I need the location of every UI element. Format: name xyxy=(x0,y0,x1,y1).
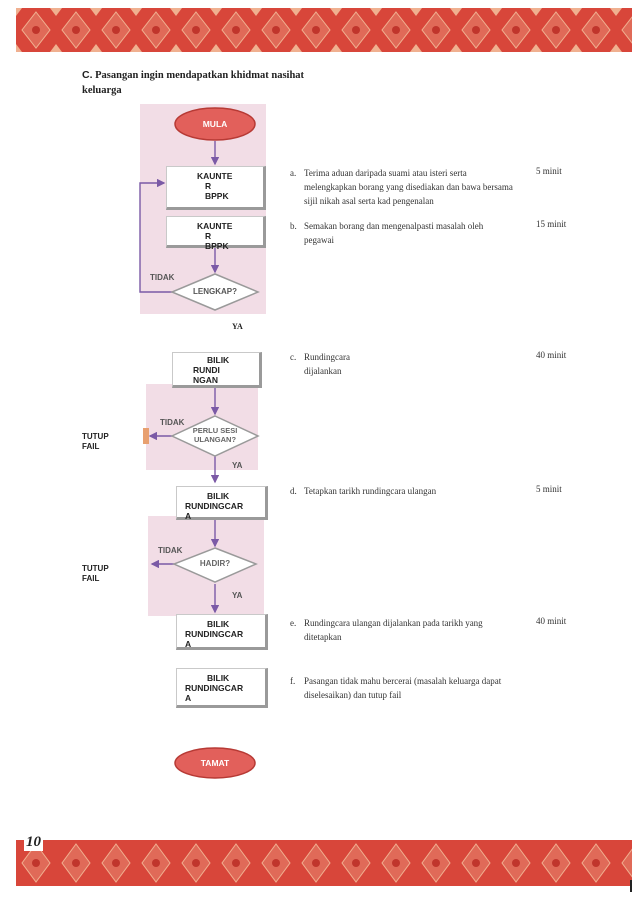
end-terminal xyxy=(174,747,256,779)
step-letter: c. xyxy=(290,352,297,362)
section-letter: C. xyxy=(82,69,93,81)
box-line: RUNDINGCAR xyxy=(185,683,244,693)
step-d-duration: 5 minit xyxy=(536,484,562,494)
decision-perlu-sesi-ulangan xyxy=(170,415,260,457)
step-letter: e. xyxy=(290,618,297,628)
process-box-bilik-rundingcara-2: BILIK RUNDINGCAR A xyxy=(176,614,268,650)
step-b: b. Semakan borang dan mengenalpasti masa… xyxy=(290,219,520,249)
decision-hadir xyxy=(172,547,258,583)
ya-label-2: YA xyxy=(232,461,243,470)
box-line: RUNDINGCAR xyxy=(185,501,244,511)
tutup-line: TUTUP xyxy=(82,432,109,441)
page-number: 10 xyxy=(24,834,43,851)
box-line: A xyxy=(185,639,192,649)
tutup-line: FAIL xyxy=(82,442,100,451)
step-a-duration: 5 minit xyxy=(536,166,562,176)
step-a: a. Terima aduan daripada suami atau iste… xyxy=(290,166,520,222)
process-box-kaunter-1: KAUNTE R BPPK xyxy=(166,166,266,210)
process-box-bilik-rundingcara-3: BILIK RUNDINGCAR A xyxy=(176,668,268,708)
step-letter: a. xyxy=(290,168,297,178)
tidak-label-2: TIDAK xyxy=(160,418,185,427)
box-line: RUNDINGCAR xyxy=(185,629,244,639)
box-line: RUNDI xyxy=(193,365,220,375)
step-text: Tetapkan tarikh rundingcara ulangan xyxy=(304,486,437,496)
box-line: BPPK xyxy=(205,191,229,201)
box-line: KAUNTE xyxy=(197,221,233,231)
process-box-kaunter-2: KAUNTE R BPPK xyxy=(166,216,266,251)
box-line: BILIK xyxy=(207,355,230,365)
tidak-label-3: TIDAK xyxy=(158,546,183,555)
connector-stub xyxy=(143,428,149,444)
box-line: BILIK xyxy=(207,619,230,629)
tutup-line: TUTUP xyxy=(82,564,109,573)
footer-decorative-band xyxy=(16,840,632,886)
header-decorative-band xyxy=(16,8,632,52)
section-title: Pasangan ingin mendapatkan khidmat nasih… xyxy=(82,70,305,96)
step-text: Semakan borang dan mengenalpasti masalah… xyxy=(304,221,484,245)
step-f: f. Pasangan tidak mahu bercerai (masalah… xyxy=(290,674,520,704)
box-line: BILIK xyxy=(207,491,230,501)
ya-label-1: YA xyxy=(232,322,243,331)
tutup-line: FAIL xyxy=(82,574,100,583)
box-line: BPPK xyxy=(205,241,229,251)
decision-hadir-label: HADIR? xyxy=(199,559,231,568)
step-d: d. Tetapkan tarikh rundingcara ulangan xyxy=(290,484,520,514)
step-b-duration: 15 minit xyxy=(536,219,567,229)
decision-line: ULANGAN? xyxy=(193,435,237,444)
step-c-duration: 40 minit xyxy=(536,350,567,360)
step-letter: d. xyxy=(290,486,297,496)
process-box-bilik-rundingan: BILIK RUNDI NGAN xyxy=(172,352,262,388)
decision-lengkap-label: LENGKAP? xyxy=(193,287,237,296)
band-pattern xyxy=(16,840,632,886)
step-text: Terima aduan daripada suami atau isteri … xyxy=(304,168,513,206)
process-box-bilik-rundingcara-1: BILIK RUNDINGCAR A xyxy=(176,486,268,521)
step-letter: b. xyxy=(290,221,297,231)
decision-perlu-sesi-label: PERLU SESI ULANGAN? xyxy=(172,426,258,444)
box-line: R xyxy=(205,181,212,191)
decision-line: PERLU SESI xyxy=(192,426,238,435)
ya-label-3: YA xyxy=(232,591,243,600)
box-line: BILIK xyxy=(207,673,230,683)
box-line: KAUNTE xyxy=(197,171,233,181)
edge-mark xyxy=(630,880,632,892)
tutup-fail-label-2: TUTUP FAIL xyxy=(82,564,109,584)
tutup-fail-label-1: TUTUP FAIL xyxy=(82,432,109,452)
step-c: c. Rundingcara dijalankan xyxy=(290,350,520,380)
step-e-duration: 40 minit xyxy=(536,616,567,626)
step-letter: f. xyxy=(290,676,296,686)
tidak-label-1: TIDAK xyxy=(150,273,175,282)
end-label: TAMAT xyxy=(200,758,230,768)
section-heading: C. Pasangan ingin mendapatkan khidmat na… xyxy=(82,68,342,98)
start-terminal xyxy=(174,107,256,141)
decision-lengkap xyxy=(170,273,260,311)
step-e: e. Rundingcara ulangan dijalankan pada t… xyxy=(290,616,520,646)
box-line: R xyxy=(205,231,212,241)
box-line: A xyxy=(185,693,192,703)
step-text: Pasangan tidak mahu bercerai (masalah ke… xyxy=(304,676,502,700)
box-line: A xyxy=(185,511,192,521)
start-label: MULA xyxy=(202,119,228,129)
step-text: Rundingcara dijalankan xyxy=(304,352,350,376)
band-pattern xyxy=(16,8,632,52)
step-text: Rundingcara ulangan dijalankan pada tari… xyxy=(304,618,483,642)
box-line: NGAN xyxy=(193,375,219,385)
